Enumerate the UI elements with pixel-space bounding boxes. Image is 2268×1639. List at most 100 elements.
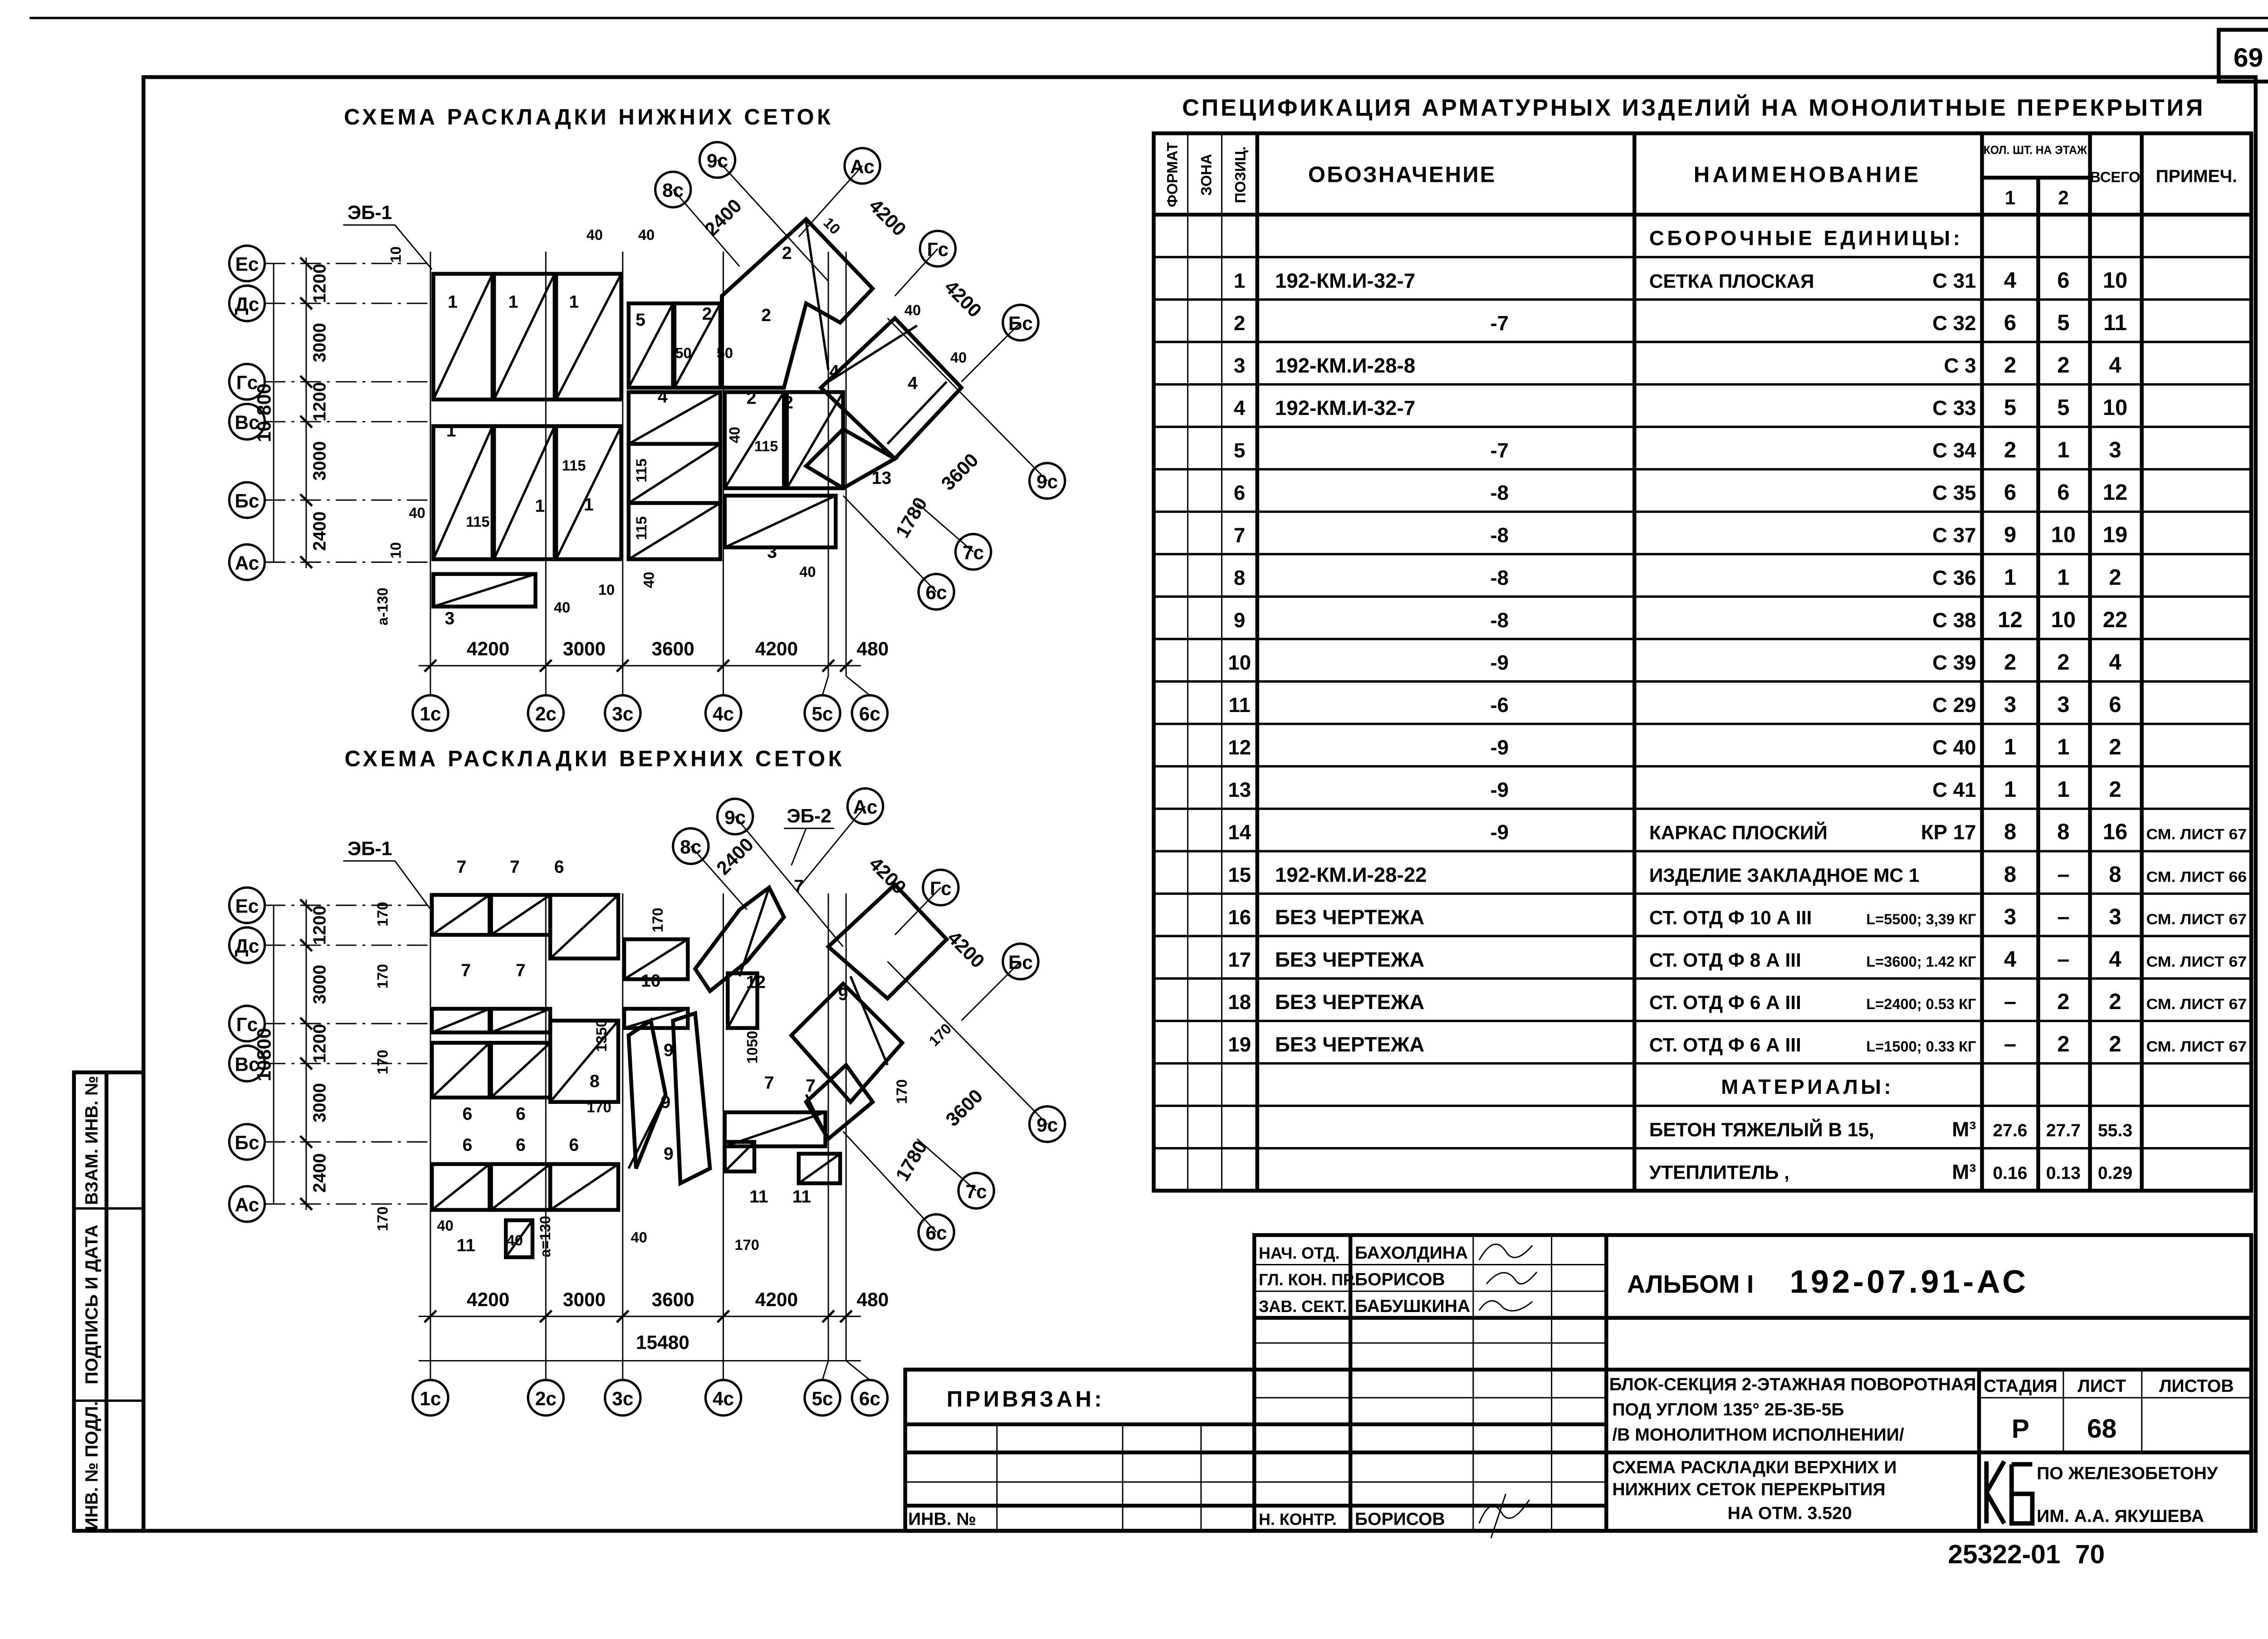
mesh-diagonal (805, 1094, 830, 1140)
row-dimension: 1200 (310, 382, 329, 421)
position-number: 6 (1234, 481, 1245, 504)
designation: 192-КМ.И-32-7 (1275, 396, 1415, 420)
axis-label: 6с (859, 1388, 880, 1409)
item-mark: С 33 (1932, 396, 1976, 420)
norm-control-name: БОРИСОВ (1355, 1509, 1445, 1529)
mesh-position-mark: 2 (782, 244, 792, 263)
quantity-floor-1: 2 (2004, 650, 2016, 674)
axis-label: Вс (235, 412, 259, 433)
grid-axis-line (846, 1360, 870, 1380)
replace-inv-label: ВЗАМ. ИНВ. № (82, 1076, 102, 1205)
axis-bubble (228, 403, 266, 441)
mesh-diagonal (490, 1007, 551, 1034)
axis-label: 8с (662, 180, 684, 201)
small-dimension: 115 (466, 513, 490, 530)
quantity-total: 10 (2103, 395, 2127, 420)
axis-label: 7с (966, 1181, 987, 1202)
small-dimension: 10 (387, 246, 404, 263)
row-dimension: 1200 (310, 263, 329, 303)
axis-bubble (704, 694, 743, 732)
quantity-floor-1: 8 (2004, 862, 2016, 887)
note: СМ. ЛИСТ 67 (2146, 1038, 2247, 1055)
mesh-diagonal (431, 894, 490, 936)
axis-bubble (527, 1379, 565, 1417)
small-dimension: 170 (893, 1079, 910, 1104)
wing-dimension: 3600 (937, 449, 982, 494)
axis-label: Бс (1008, 951, 1033, 973)
title-block: НАЧ. ОТД. БАХОЛДИНА ГЛ. КОН. ПР. БОРИСОВ… (903, 1233, 2253, 1539)
designation: -7 (1490, 312, 1509, 335)
mesh-panel (554, 272, 623, 402)
axis-label: Бс (235, 490, 259, 512)
quantity-floor-2: 5 (2057, 395, 2069, 420)
quantity-total: 16 (2103, 820, 2127, 844)
mesh-position-mark: 6 (554, 857, 564, 877)
item-mark: С 29 (1932, 693, 1976, 717)
quantity-floor-1: 4 (2004, 268, 2016, 293)
axis-label: Гс (930, 878, 952, 899)
signer-name: БАХОЛДИНА (1355, 1243, 1468, 1263)
mesh-diagonal (627, 1094, 667, 1169)
mesh-panel (671, 1010, 712, 1186)
small-dimension: 170 (374, 1050, 391, 1074)
inv-podl-label: ИНВ. № ПОДЛ. (82, 1401, 102, 1530)
spec-title: СПЕЦИФИКАЦИЯ АРМАТУРНЫХ ИЗДЕЛИЙ НА МОНОЛ… (1182, 94, 2205, 121)
axis-label: 2с (535, 703, 557, 725)
object-line: ПОД УГЛОМ 135° 2Б-3Б-5Б (1612, 1400, 1844, 1419)
designation: 192-КМ.И-32-7 (1275, 269, 1415, 292)
mesh-position-mark: 2 (761, 306, 771, 325)
mesh-panel (723, 1110, 827, 1148)
small-dimension: 40 (950, 349, 967, 366)
axis-bubble (957, 1171, 995, 1210)
item-name: КАРКАС ПЛОСКИЙ (1649, 822, 1828, 844)
column-dimension: 3600 (652, 638, 694, 659)
mesh-diagonal (433, 573, 536, 608)
quantity-floor-1: 27.6 (1993, 1121, 2027, 1141)
column-dimension: 3000 (563, 638, 606, 659)
quantity-total: 3 (2109, 905, 2121, 929)
quantity-total: 19 (2103, 523, 2127, 547)
mesh-position-mark: 2 (783, 393, 793, 412)
wing-dimension: 1780 (891, 1137, 931, 1185)
mesh-position-mark: 13 (872, 468, 892, 488)
axis-bubble (917, 573, 955, 611)
org-logo (1984, 1460, 2035, 1526)
axis-label: Ас (850, 156, 875, 177)
wing-dimension: 1780 (891, 493, 931, 541)
small-dimension: 1350 (593, 1019, 610, 1052)
quantity-floor-1: 0.16 (1993, 1163, 2027, 1183)
axis-label: 6с (926, 1222, 947, 1244)
item-mark: С 34 (1932, 439, 1976, 462)
position-number: 8 (1234, 566, 1245, 589)
mesh-diagonal (549, 1163, 619, 1211)
object-line: /В МОНОЛИТНОМ ИСПОЛНЕНИИ/ (1612, 1425, 1904, 1445)
designation: 192-КМ.И-28-22 (1275, 863, 1427, 886)
note: СМ. ЛИСТ 67 (2146, 826, 2247, 843)
item-mark: М³ (1952, 1118, 1976, 1141)
mesh-position-mark: 6 (516, 1135, 526, 1155)
quantity-total: 4 (2109, 947, 2121, 971)
item-mark: С 38 (1932, 609, 1976, 632)
row-dimension: 3000 (310, 323, 329, 362)
axis-bubble (803, 1379, 841, 1417)
position-number: 4 (1234, 396, 1246, 420)
axis-label: Вс (235, 1054, 259, 1075)
mesh-diagonal (723, 1141, 755, 1172)
designation: -6 (1490, 693, 1509, 717)
mesh-panel (797, 1151, 842, 1185)
quantity-floor-1: 1 (2004, 777, 2016, 802)
mesh-diagonal (724, 494, 836, 549)
position-number: 11 (1228, 693, 1250, 717)
header-quantity: КОЛ. ШТ. НА ЭТАЖ (1984, 143, 2087, 157)
item-name: СТ. ОТД Ф 6 А III (1649, 1034, 1801, 1056)
axis-label: 4с (713, 703, 734, 725)
small-dimension: 40 (554, 599, 570, 615)
quantity-total: 2 (2109, 735, 2121, 760)
designation: -8 (1490, 566, 1509, 589)
quantity-floor-1: – (2004, 990, 2016, 1014)
quantity-floor-1: 2 (2004, 438, 2016, 463)
